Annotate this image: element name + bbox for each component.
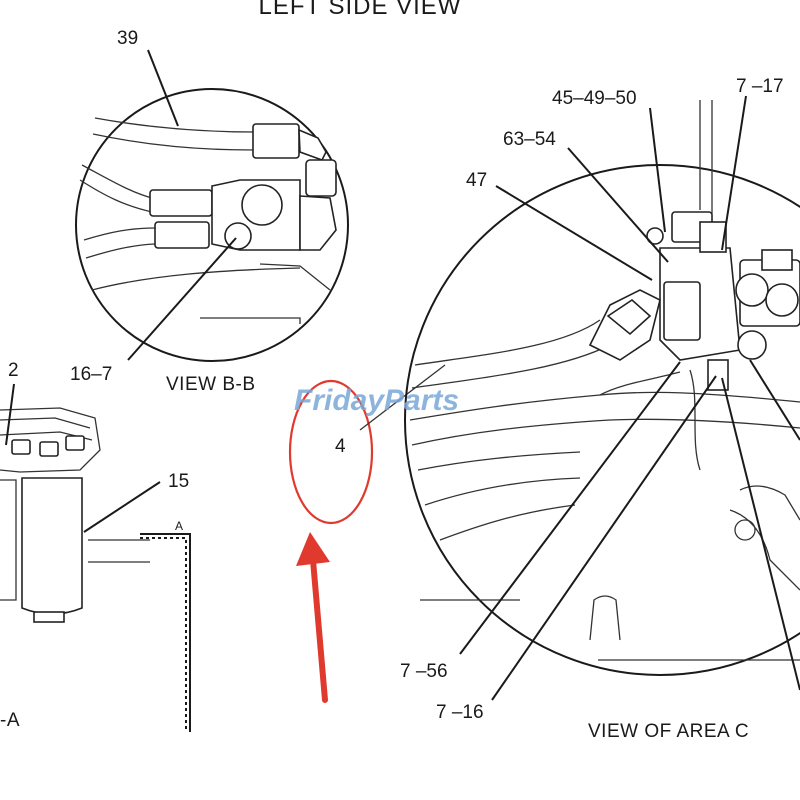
highlight-arrow: [310, 557, 328, 703]
callout-4: 4: [335, 436, 346, 457]
leader-63-54: [567, 147, 669, 263]
callout-45-49-50: 45–49–50: [552, 88, 637, 109]
filter-assembly: [0, 383, 191, 732]
view-bb-label: VIEW B-B: [166, 374, 256, 395]
diagram-title: LEFT SIDE VIEW: [259, 0, 462, 20]
callout-7-17: 7 –17: [736, 76, 784, 97]
view-bb-circle: [75, 88, 349, 362]
leader-2: [5, 383, 15, 446]
callout-63-54: 63–54: [503, 129, 556, 150]
highlight-ellipse: [288, 379, 374, 525]
leader-45-49-50: [649, 107, 666, 233]
watermark-logo: FridayParts: [294, 384, 459, 417]
callout-16-7: 16–7: [70, 364, 112, 385]
view-area-c-detail: [404, 95, 800, 701]
callout-47: 47: [466, 170, 487, 191]
leader-7-16: [491, 375, 717, 701]
view-bb-detail: [75, 49, 349, 362]
view-a-partial-label: -A: [0, 710, 20, 731]
callout-7-16: 7 –16: [436, 702, 484, 723]
leader-39: [147, 49, 179, 127]
leader-16-7: [127, 237, 237, 361]
view-area-c-label: VIEW OF AREA C: [588, 721, 749, 742]
svg-text:FridayParts: FridayParts: [294, 384, 459, 417]
callout-15: 15: [168, 471, 189, 492]
callout-7-56: 7 –56: [400, 661, 448, 682]
leader-7-17: [721, 95, 747, 251]
section-marker-a: A: [175, 519, 183, 533]
leader-47: [495, 185, 653, 281]
callout-2: 2: [8, 360, 19, 381]
view-area-c-circle: [404, 164, 800, 676]
callout-39: 39: [117, 28, 138, 49]
leader-4: [359, 364, 446, 431]
leader-15: [83, 481, 161, 533]
leader-7-56: [459, 361, 681, 655]
